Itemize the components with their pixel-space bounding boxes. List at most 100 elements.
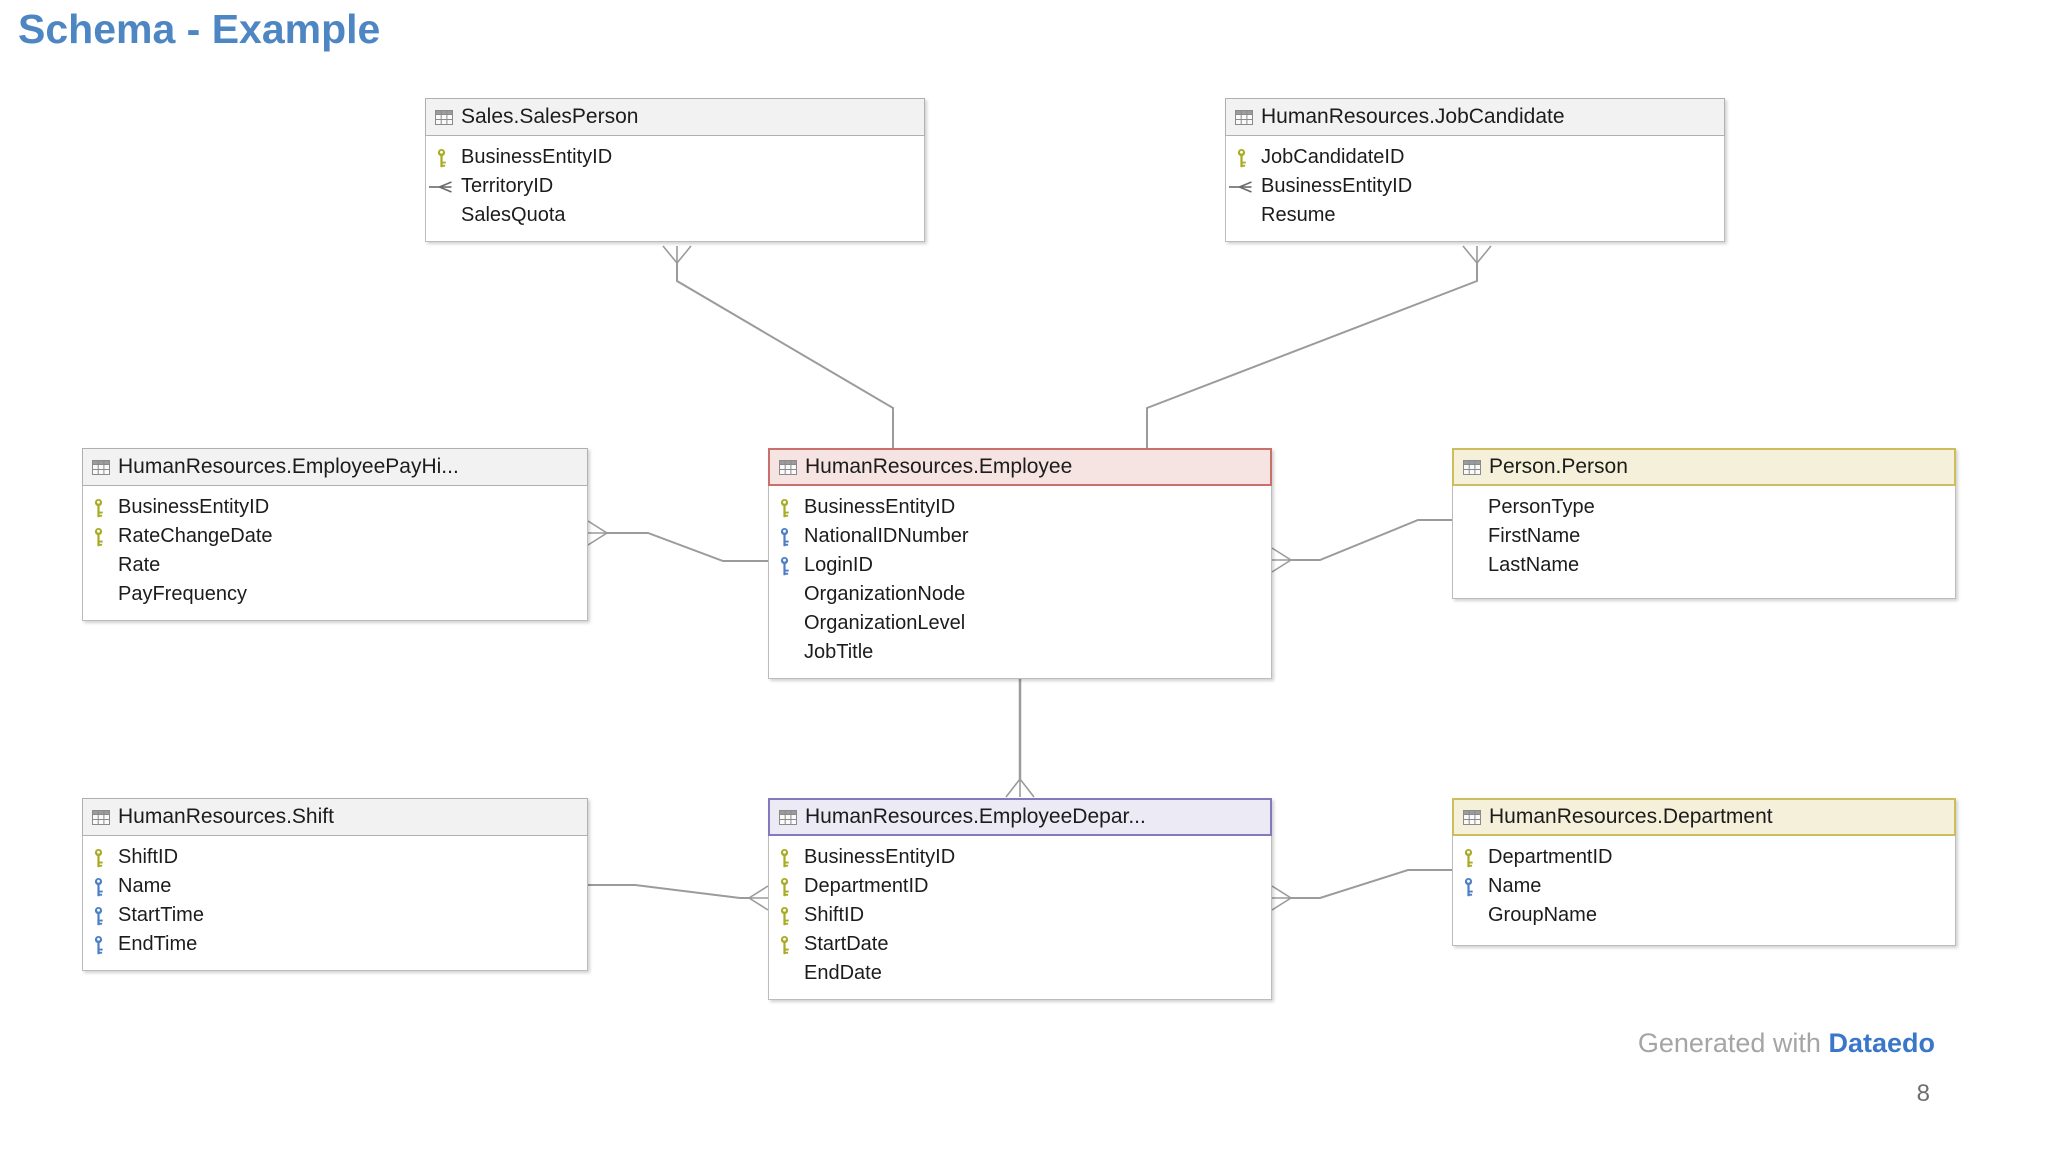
column-row: StartDate [769,930,1271,959]
foreign-key-icon [1226,180,1261,194]
column-row: GroupName [1453,901,1955,930]
column-name: LoginID [804,554,873,576]
relationship-employee-person [1271,519,1453,573]
table-header: HumanResources.JobCandidate [1225,98,1725,136]
column-name: PersonType [1488,496,1595,518]
column-name: EndDate [804,962,882,984]
unique-key-icon [769,556,804,576]
column-name: StartTime [118,904,204,926]
column-row: ShiftID [83,843,587,872]
table-humanresources-department[interactable]: HumanResources.Department DepartmentID N… [1452,798,1956,946]
column-name: GroupName [1488,904,1597,926]
column-row: RateChangeDate [83,522,587,551]
table-sales-salesperson[interactable]: Sales.SalesPerson BusinessEntityID Terri… [425,98,925,242]
primary-key-icon [769,498,804,518]
column-name: Rate [118,554,161,576]
column-name: StartDate [804,933,889,955]
table-humanresources-employeepayhistory[interactable]: HumanResources.EmployeePayHi... Business… [82,448,588,621]
unique-key-icon [83,906,118,926]
primary-key-icon [1226,148,1261,168]
column-row: JobTitle [769,638,1271,667]
column-name: OrganizationLevel [804,612,966,634]
column-name: DepartmentID [1488,846,1613,868]
column-row: DepartmentID [769,872,1271,901]
primary-key-icon [83,527,118,547]
table-header: HumanResources.EmployeeDepar... [768,798,1272,836]
unique-key-icon [83,877,118,897]
table-header: HumanResources.Shift [82,798,588,836]
column-row: ShiftID [769,901,1271,930]
table-icon [1235,110,1253,125]
table-icon [779,810,797,825]
column-row: EndDate [769,959,1271,988]
column-name: ShiftID [118,846,179,868]
table-icon [1463,810,1481,825]
column-name: ShiftID [804,904,865,926]
relationship-employeedepartmenthistory-department [1271,869,1453,911]
relationship-employee-employeedepartmenthistory [1005,679,1035,798]
column-row: PayFrequency [83,580,587,609]
relationship-employeepayhistory-employee [587,520,769,562]
foreign-key-icon [426,180,461,194]
relationship-salesperson-employee [662,245,894,449]
column-row: Rate [83,551,587,580]
table-title: HumanResources.EmployeePayHi... [118,455,459,478]
table-header: HumanResources.Department [1452,798,1956,836]
primary-key-icon [769,877,804,897]
crow-foot-icon [1271,547,1292,573]
generated-with-label: Generated with [1637,1028,1821,1058]
relationship-shift-employeedepartmenthistory [588,884,769,911]
column-name: BusinessEntityID [804,846,956,868]
primary-key-icon [769,935,804,955]
crow-foot-icon [662,245,692,264]
table-person-person[interactable]: Person.Person PersonType FirstName LastN… [1452,448,1956,599]
table-title: HumanResources.EmployeeDepar... [805,805,1146,828]
table-columns: ShiftID Name StartTime EndTime [82,836,588,971]
table-columns: DepartmentID Name GroupName [1452,836,1956,946]
table-icon [1463,460,1481,475]
column-row: SalesQuota [426,201,924,230]
primary-key-icon [83,498,118,518]
primary-key-icon [769,848,804,868]
unique-key-icon [1453,877,1488,897]
column-row: Resume [1226,201,1724,230]
column-row: Name [83,872,587,901]
column-name: TerritoryID [461,175,554,197]
column-name: EndTime [118,933,198,955]
column-row: DepartmentID [1453,843,1955,872]
table-humanresources-shift[interactable]: HumanResources.Shift ShiftID Name StartT… [82,798,588,971]
table-header: HumanResources.Employee [768,448,1272,486]
column-name: SalesQuota [461,204,566,226]
column-row: StartTime [83,901,587,930]
table-columns: PersonType FirstName LastName [1452,486,1956,599]
table-header: HumanResources.EmployeePayHi... [82,448,588,486]
column-name: NationalIDNumber [804,525,969,547]
table-humanresources-employeedepartmenthistory[interactable]: HumanResources.EmployeeDepar... Business… [768,798,1272,1000]
column-row: EndTime [83,930,587,959]
column-name: OrganizationNode [804,583,966,605]
column-row: LoginID [769,551,1271,580]
column-name: BusinessEntityID [461,146,613,168]
column-name: RateChangeDate [118,525,273,547]
column-row: BusinessEntityID [1226,172,1724,201]
table-columns: BusinessEntityID RateChangeDate Rate Pay… [82,486,588,621]
column-name: PayFrequency [118,583,247,605]
table-header: Sales.SalesPerson [425,98,925,136]
column-row: PersonType [1453,493,1955,522]
table-title: Person.Person [1489,455,1628,478]
table-columns: JobCandidateID BusinessEntityID Resume [1225,136,1725,242]
column-row: JobCandidateID [1226,143,1724,172]
column-row: OrganizationLevel [769,609,1271,638]
column-name: LastName [1488,554,1580,576]
column-row: BusinessEntityID [769,843,1271,872]
column-row: BusinessEntityID [83,493,587,522]
table-humanresources-employee[interactable]: HumanResources.Employee BusinessEntityID… [768,448,1272,679]
table-humanresources-jobcandidate[interactable]: HumanResources.JobCandidate JobCandidate… [1225,98,1725,242]
table-header: Person.Person [1452,448,1956,486]
column-row: OrganizationNode [769,580,1271,609]
column-name: JobTitle [804,641,874,663]
column-row: Name [1453,872,1955,901]
relationship-jobcandidate-employee [1146,245,1492,449]
